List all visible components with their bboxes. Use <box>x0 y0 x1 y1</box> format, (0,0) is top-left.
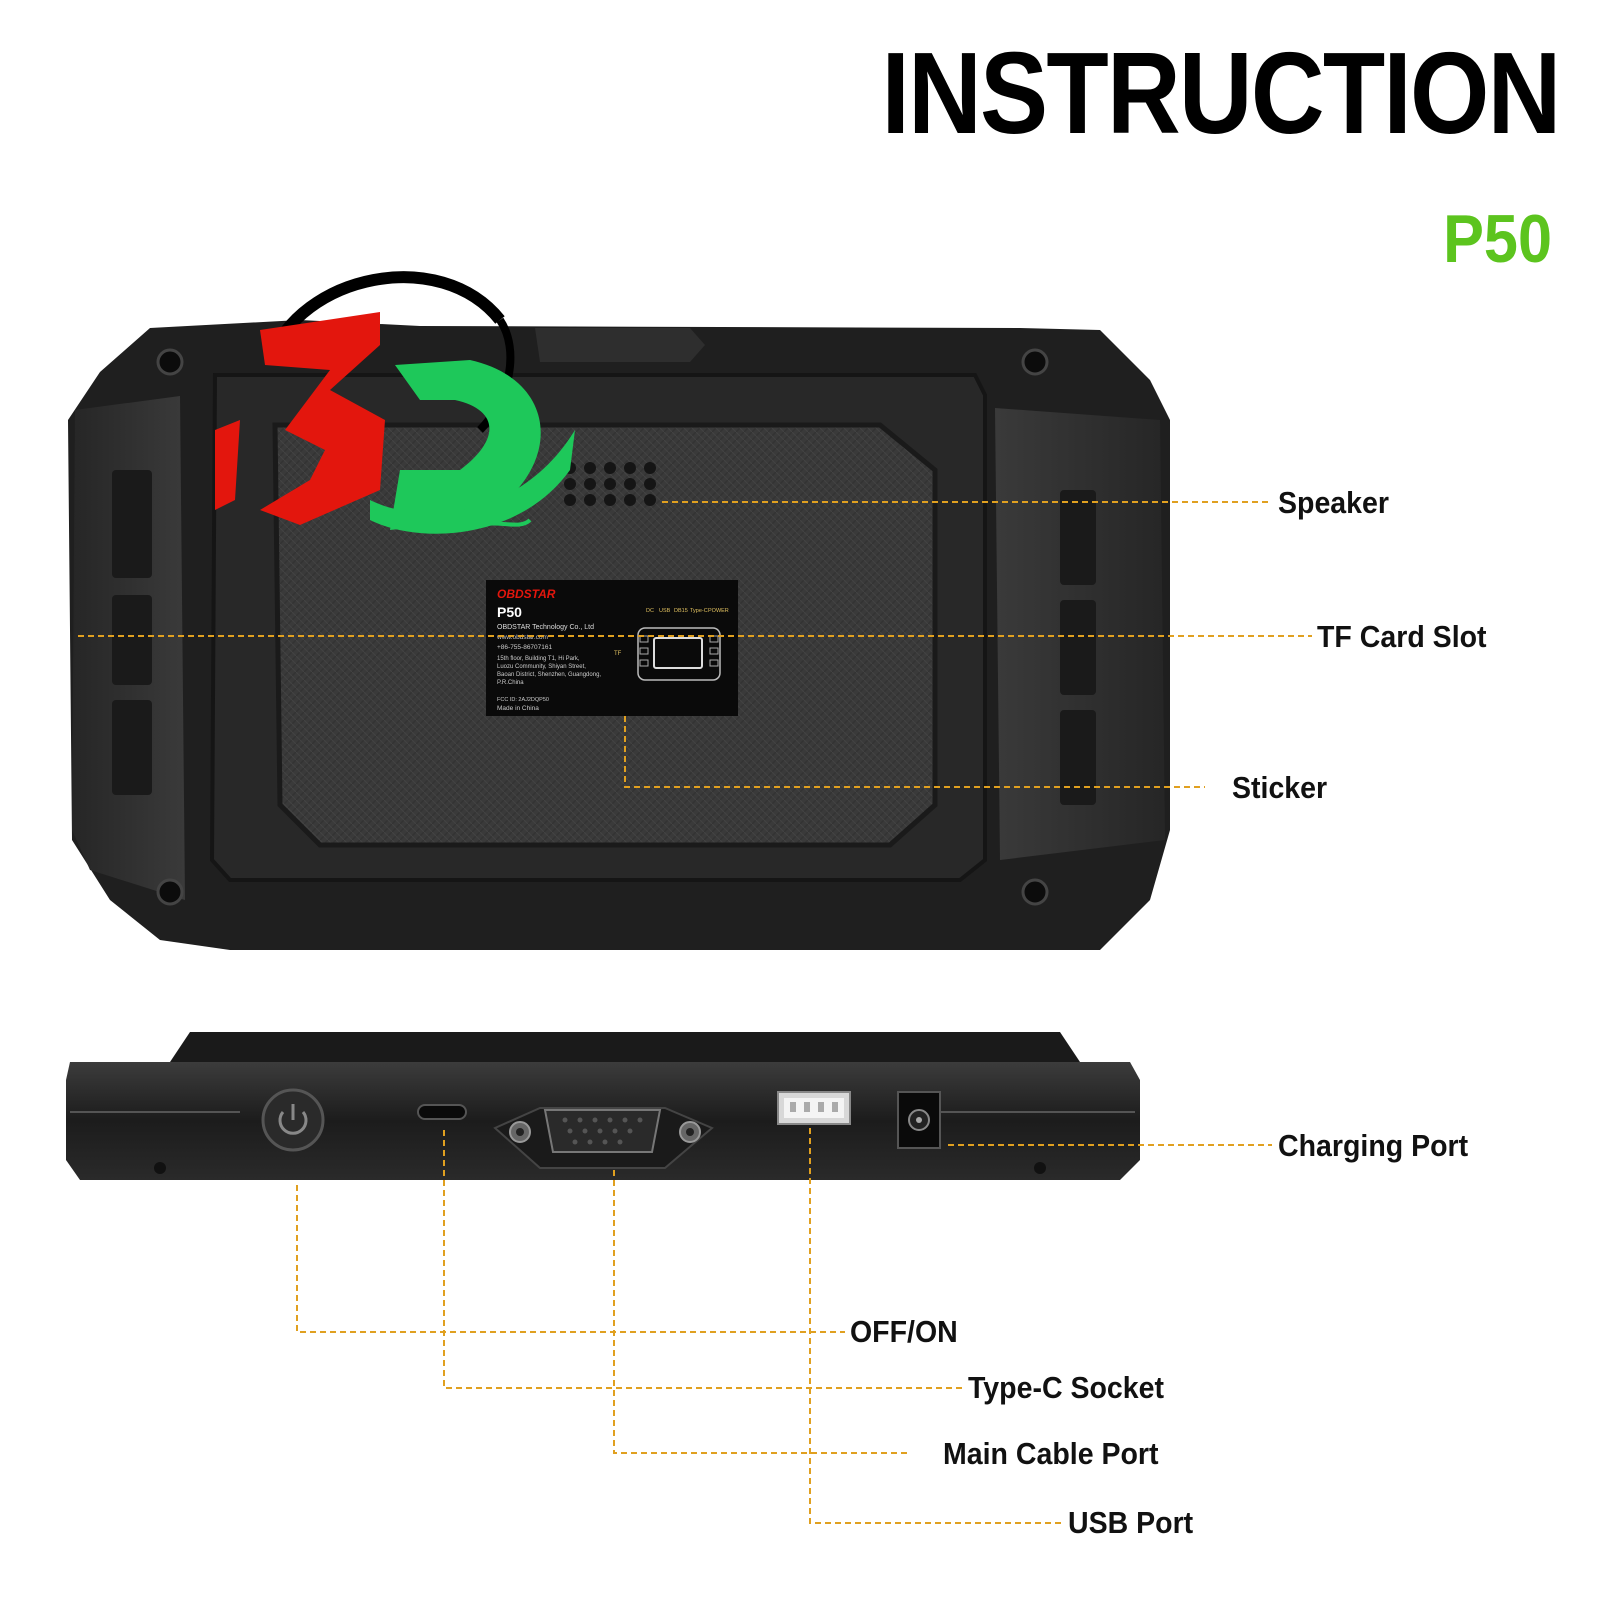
3d-watermark-logo <box>215 271 575 534</box>
sticker-mini-device <box>637 627 721 681</box>
sticker-fcc: FCC ID: 2AJ2DQP50 <box>497 697 549 703</box>
sticker-address-1: 15th floor, Building T1, Hi Park, <box>497 656 580 662</box>
callout-off-on: OFF/ON <box>850 1314 958 1349</box>
sticker-brand: OBDSTAR <box>497 587 556 601</box>
callout-sticker: Sticker <box>1232 770 1328 805</box>
sticker-phone: +86-755-86707161 <box>497 644 553 651</box>
callout-type-c-socket: Type-C Socket <box>968 1370 1165 1405</box>
leader-type-c-socket <box>443 1130 963 1389</box>
callout-usb-port: USB Port <box>1068 1505 1194 1540</box>
callout-tf-card-slot: TF Card Slot <box>1317 619 1487 654</box>
leader-sticker <box>624 716 1205 788</box>
charging-port[interactable] <box>897 1091 941 1149</box>
leader-off-on <box>296 1185 845 1333</box>
sticker-port-dc: DC <box>646 608 654 614</box>
callout-speaker: Speaker <box>1278 485 1389 520</box>
sticker-address-3: Baoan District, Shenzhen, Guangdong, <box>497 672 601 678</box>
sticker-tf: TF <box>614 651 622 657</box>
type-c-socket[interactable] <box>417 1104 467 1120</box>
speaker-grille <box>564 462 656 506</box>
sticker-company: OBDSTAR Technology Co., Ltd <box>497 624 594 631</box>
leader-usb-port <box>809 1128 1062 1524</box>
sticker-model: P50 <box>497 604 522 620</box>
sticker-address-2: Luozu Community, Shiyan Street, <box>497 664 586 670</box>
sticker-port-power: POWER <box>708 608 729 614</box>
sticker-address-4: P.R.China <box>497 680 524 686</box>
leader-main-cable-port <box>613 1170 910 1454</box>
sticker-origin: Made in China <box>497 705 539 712</box>
usb-port[interactable] <box>777 1091 851 1125</box>
callout-main-cable-port: Main Cable Port <box>943 1436 1159 1471</box>
page-title: INSTRUCTION <box>881 28 1562 158</box>
power-icon <box>278 1104 308 1135</box>
sticker-website: www.obdstar.com <box>496 634 548 641</box>
leader-lines <box>78 501 1312 1524</box>
device-sticker: OBDSTAR P50 OBDSTAR Technology Co., Ltd … <box>486 580 738 716</box>
main-cable-port[interactable] <box>493 1107 714 1169</box>
callout-charging-port: Charging Port <box>1278 1128 1469 1163</box>
model-label: P50 <box>1443 201 1552 277</box>
sticker-port-typec: Type-C <box>690 608 708 614</box>
device-side-view <box>66 1032 1140 1180</box>
sticker-port-db15: DB15 <box>674 608 688 614</box>
sticker-port-usb: USB <box>659 608 671 614</box>
